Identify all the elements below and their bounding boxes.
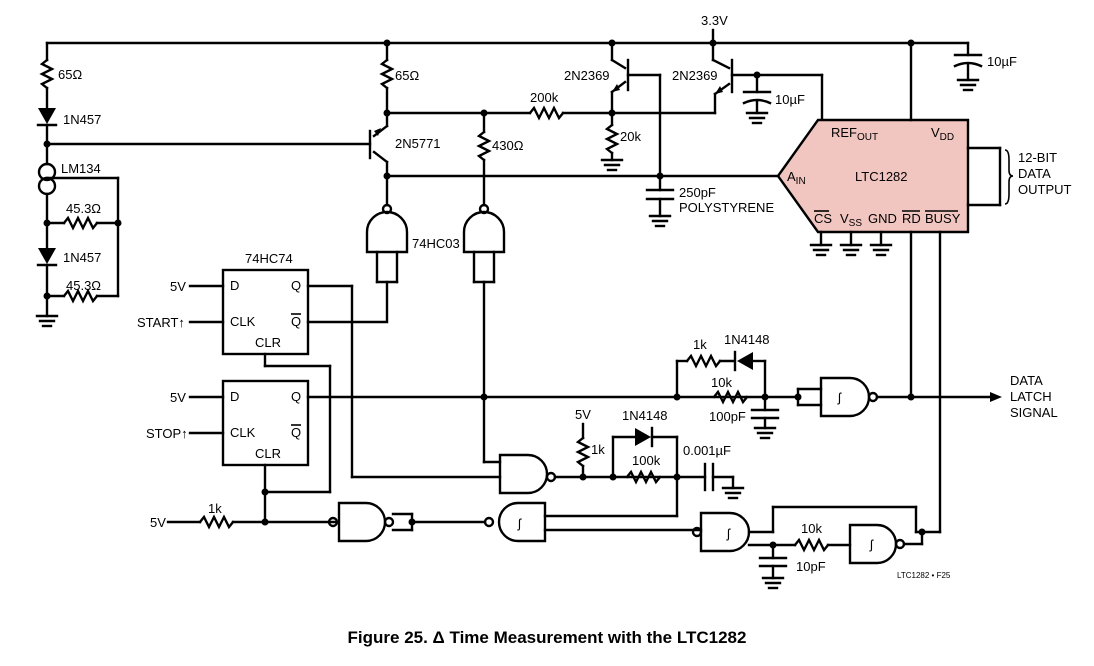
ff1-clr-pin: CLR xyxy=(255,335,281,350)
schmitt-symbol-3: ʃ xyxy=(726,526,731,541)
ff2-q-pin: Q xyxy=(291,389,301,404)
r65-left-label: 65Ω xyxy=(58,67,82,82)
adc-vdd-pin: VDD xyxy=(931,125,954,143)
output-label-1: DATA xyxy=(1010,373,1043,388)
nand-label: 74HC03 xyxy=(412,236,460,251)
adc-ref-pin: REFOUT xyxy=(831,125,878,143)
adc-ain-pin: AIN xyxy=(787,169,806,187)
left-chain: 65Ω 1N457 LM134 45.3Ω 1N457 45.3Ω xyxy=(35,41,372,328)
adc-gnd-pin: GND xyxy=(868,211,897,226)
v5-bot-label: 5V xyxy=(150,515,166,530)
supply-rail: 3.3V xyxy=(45,13,970,47)
r45-top-label: 45.3Ω xyxy=(66,201,101,216)
d4148-mid-label: 1N4148 xyxy=(622,408,668,423)
schmitt-symbol-1: ʃ xyxy=(837,390,842,405)
diode-bot-label: 1N457 xyxy=(63,250,101,265)
c100p-label: 100pF xyxy=(709,409,746,424)
ff1-clk-pin: CLK xyxy=(230,314,256,329)
bus-label-1: 12-BIT xyxy=(1018,150,1057,165)
v5-mid-label: 5V xyxy=(575,407,591,422)
output-label-3: SIGNAL xyxy=(1010,405,1058,420)
r45-bot-label: 45.3Ω xyxy=(66,278,101,293)
pnp-stage: 65Ω 2N5771 xyxy=(368,41,780,207)
ff1-input-v: 5V xyxy=(170,279,186,294)
bus-label-2: DATA xyxy=(1018,166,1051,181)
bottom-chain: 5V 1k ʃ ʃ 10k 10pF xyxy=(150,501,942,590)
r10k-bot-label: 10k xyxy=(801,521,822,536)
adc-ltc1282: REFOUT VDD AIN LTC1282 CS VSS GND RD BUS… xyxy=(776,41,1072,534)
r200k-label: 200k xyxy=(530,90,559,105)
r430-label: 430Ω xyxy=(492,138,524,153)
schmitt-symbol-2: ʃ xyxy=(517,516,522,531)
ff-name: 74HC74 xyxy=(245,251,293,266)
ff2-d-pin: D xyxy=(230,389,239,404)
ff1-q-pin: Q xyxy=(291,278,301,293)
ff1-d-pin: D xyxy=(230,278,239,293)
cap-10uf-top-label: 10µF xyxy=(987,54,1017,69)
ff2-clr-pin: CLR xyxy=(255,446,281,461)
lm134-label: LM134 xyxy=(61,161,101,176)
figure-caption: Figure 25. Δ Time Measurement with the L… xyxy=(348,628,747,647)
output-label-2: LATCH xyxy=(1010,389,1052,404)
d4148-top-label: 1N4148 xyxy=(724,332,770,347)
figure-code: LTC1282 • F25 xyxy=(897,571,951,580)
ff2-clk-pin: CLK xyxy=(230,425,256,440)
ff1-input-clk: START↑ xyxy=(137,315,185,330)
ff1-qbar-pin: Q xyxy=(291,314,301,329)
schmitt-symbol-4: ʃ xyxy=(869,537,874,552)
ff2-input-v: 5V xyxy=(170,390,186,405)
diode-top-label: 1N457 xyxy=(63,112,101,127)
input-rc-network: 1k 1N4148 10k 100pF xyxy=(673,332,780,440)
r1k-top-label: 1k xyxy=(693,337,707,352)
cap-250pf-type: POLYSTYRENE xyxy=(679,200,774,215)
adc-vss-pin: VSS xyxy=(840,211,862,229)
r1k-bot-label: 1k xyxy=(208,501,222,516)
c001u-label: 0.001µF xyxy=(683,443,731,458)
lower-timing-network: 5V 1k 1N4148 100k 0.001µF xyxy=(498,407,745,518)
r430: 430Ω xyxy=(476,109,524,207)
q2-label: 2N2369 xyxy=(672,68,718,83)
r65-mid-label: 65Ω xyxy=(395,68,419,83)
supply-label: 3.3V xyxy=(701,13,728,28)
pnp-label: 2N5771 xyxy=(395,136,441,151)
schmitt-out-gate: ʃ DATA LATCH SIGNAL xyxy=(794,373,1058,420)
adc-name: LTC1282 xyxy=(855,169,908,184)
ff2-qbar-pin: Q xyxy=(291,425,301,440)
nand-74hc03: 74HC03 xyxy=(365,203,506,464)
ff2-input-clk: STOP↑ xyxy=(146,426,188,441)
flipflop-start: 74HC74 D Q CLK Q CLR 5V START↑ xyxy=(137,251,502,494)
cap-250pf-value: 250pF xyxy=(679,185,716,200)
q1-label: 2N2369 xyxy=(564,68,610,83)
bus-label-3: OUTPUT xyxy=(1018,182,1072,197)
flipflop-stop: D Q CLK Q CLR 5V STOP↑ xyxy=(146,379,800,526)
adc-cs-pin: CS xyxy=(814,211,832,226)
c10p-label: 10pF xyxy=(796,559,826,574)
adc-busy-pin: BUSY xyxy=(925,211,961,226)
cap-250pf: 250pF POLYSTYRENE xyxy=(645,185,774,228)
r10k-mid-label: 10k xyxy=(711,375,732,390)
r1k-mid-label: 1k xyxy=(591,442,605,457)
bias-network: 200k 20k 2N2369 2N2369 xyxy=(528,41,824,192)
cap-10uf-ref-label: 10µF xyxy=(775,92,805,107)
r20k-label: 20k xyxy=(620,129,641,144)
r100k-label: 100k xyxy=(632,453,661,468)
adc-rd-pin: RD xyxy=(902,211,921,226)
cap-10uf-top: 10µF xyxy=(953,41,1017,92)
